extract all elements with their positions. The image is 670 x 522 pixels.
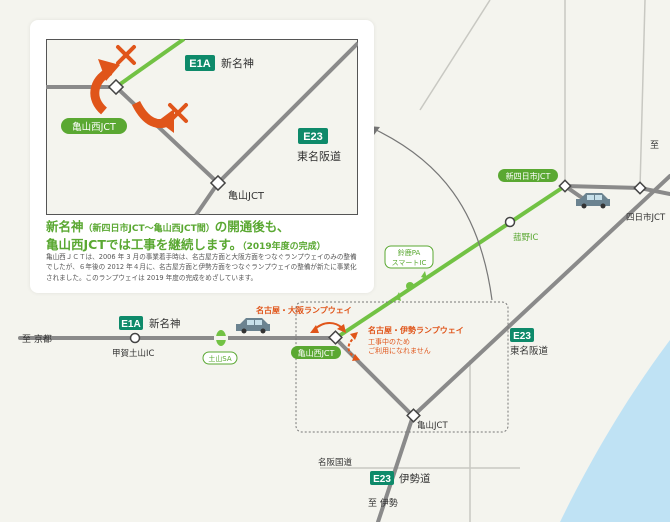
headline-line2-small: （2019年度の完成） [242, 242, 326, 252]
headline-line1-main: 新名神 [46, 219, 84, 234]
inset-e23-name: 東名阪道 [297, 149, 341, 163]
e23-ise-shield [370, 471, 394, 485]
ramp-arrowhead [337, 324, 346, 333]
shin-yokkaichi-badge [498, 169, 558, 182]
e1a-code: E1A [121, 319, 140, 330]
inset-e1a-code: E1A [189, 58, 210, 70]
kohgatsuchiyama-ic-label: 甲賀土山IC [112, 348, 155, 359]
to-kyoto-label: 至 京都 [22, 333, 52, 345]
callout-arrow [371, 127, 493, 301]
ramp-arrowhead [310, 325, 319, 333]
suzuka-pa-arrow-up [421, 271, 427, 279]
kameyama-nishi-badge [291, 346, 341, 359]
inset-kameyama-nishi-jct: 亀山西JCT [72, 121, 116, 133]
ramp-arrowhead [352, 354, 360, 361]
e23-ise-code: E23 [373, 474, 391, 485]
jct-markers [328, 179, 647, 423]
ramp-note-line1: 工事中のため [368, 337, 410, 346]
suzuka-pa-label-line1: 鈴鹿PA [398, 248, 421, 257]
ise-road-name: 伊勢道 [399, 472, 431, 485]
suzuka-pa-arrow-down [395, 292, 401, 301]
e1a-shield [119, 316, 143, 330]
car-icon [576, 193, 610, 209]
info-panel: E1A 新名神 E23 東名阪道 亀山西JCT 亀山JCT 新名神（新四日市JC… [30, 20, 374, 293]
ramp-nagoya-osaka-label: 名古屋・大阪ランプウェイ [256, 305, 352, 315]
inset-e23-code: E23 [303, 131, 323, 143]
headline-line1-tail: の開通後も、 [214, 219, 290, 234]
yokkaichi-connector [564, 184, 641, 190]
headline-line2-main: 亀山西JCTでは工事を継続します。 [46, 237, 243, 252]
inset-map: E1A 新名神 E23 東名阪道 亀山西JCT 亀山JCT [46, 39, 358, 215]
inset-kameyama-jct: 亀山JCT [228, 189, 265, 202]
e23-shield [510, 328, 534, 342]
new-meishin-line [334, 184, 567, 340]
e23-code: E23 [513, 331, 531, 342]
suzuka-pa-marker [406, 282, 414, 290]
kameyama-nishi-jct-label: 亀山西JCT [298, 348, 335, 358]
ramp-arrowhead [350, 332, 358, 340]
ramp-note-line2: ご利用になれません [368, 346, 431, 355]
sea [560, 340, 670, 522]
takeno-ic-label: 菰野IC [513, 232, 539, 243]
ramp-nagoya-ise-label: 名古屋・伊勢ランプウェイ [368, 325, 464, 335]
meihan-kokudo-label: 名阪国道 [318, 457, 353, 468]
e23-name: 東名阪道 [510, 345, 549, 357]
headline-line1-paren: （新四日市JCT～亀山西JCT間） [83, 224, 215, 234]
tsuchiyama-sa-badge [202, 351, 238, 365]
headline: 新名神（新四日市JCT～亀山西JCT間）の開通後も、 亀山西JCTでは工事を継続… [46, 219, 366, 255]
suzuka-pa-label-line2: スマートIC [392, 259, 427, 267]
kameyama-jct-label: 亀山JCT [417, 420, 448, 431]
minor-roads [320, 0, 646, 522]
yokkaichi-jct-label: 四日市JCT [626, 212, 666, 223]
takeno-ic-marker [504, 216, 516, 228]
to-ise-label: 至 伊勢 [368, 497, 398, 509]
kohgatsuchiyama-ic-marker [129, 332, 141, 344]
suzuka-pa-badge [384, 245, 434, 269]
body-text: 亀山西ＪＣＴは、2006 年 3 月の事業着手時は、名古屋方面と大阪方面をつなぐ… [46, 253, 357, 282]
construction-area [295, 301, 509, 433]
shin-yokkaichi-jct-label: 新四日市JCT [506, 171, 551, 181]
inset-e1a-name: 新名神 [221, 56, 254, 70]
to-north-label: 至 [650, 140, 659, 151]
tsuchiyama-sa-gap [214, 336, 228, 340]
car-icon [236, 318, 270, 334]
tsuchiyama-sa-label: 土山SA [208, 354, 232, 363]
e1a-name: 新名神 [149, 317, 181, 330]
